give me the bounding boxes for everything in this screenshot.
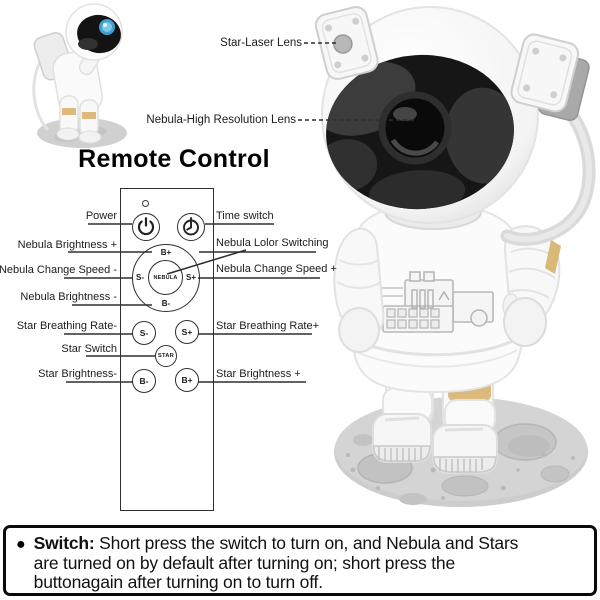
star-breathing-rate-minus-label: Star Breathing Rate-	[16, 320, 117, 332]
nebula-center-button: NEBULA	[148, 260, 183, 295]
time-switch-label: Time switch	[216, 210, 274, 222]
dpad-right-label: S+	[185, 273, 196, 282]
star-switch-label: Star Switch	[61, 343, 117, 355]
nebula-lens-label: Nebula-High Resolution Lens	[146, 114, 296, 126]
switch-bold-label: Switch:	[33, 533, 95, 553]
nebula-brightness-minus-label: Nebula Brightness -	[20, 291, 117, 303]
star-brightness-plus-button: B+	[175, 368, 199, 392]
nebula-projector-lens	[378, 91, 452, 165]
hanging-strap	[500, 89, 596, 246]
right-ear-module	[510, 33, 580, 113]
power-button	[132, 213, 160, 241]
small-astronaut-image	[32, 3, 127, 148]
power-label: Power	[85, 210, 117, 222]
nebula-brightness-plus-label: Nebula Brightness +	[17, 239, 117, 251]
nebula-change-speed-minus-label: Nebula Change Speed -	[0, 264, 117, 276]
star-switch-button: STAR	[155, 345, 177, 367]
page-title: Remote Control	[78, 145, 270, 173]
left-ear-module	[314, 6, 379, 81]
star-brightness-minus-button: B-	[132, 369, 156, 393]
star-breathing-rate-minus-button: S-	[132, 321, 156, 345]
power-icon	[137, 217, 155, 236]
star-brightness-plus-label: Star Brightness +	[216, 368, 301, 380]
gold-arm-stripe	[545, 240, 561, 274]
dpad-down-label: B-	[161, 299, 171, 308]
nebula-dpad: B+ B- S- S+ NEBULA	[132, 244, 200, 312]
switch-instruction-box: ● Switch: Short press the switch to turn…	[3, 525, 597, 596]
boots	[372, 413, 498, 474]
star-laser-lens-label: Star-Laser Lens	[220, 37, 302, 49]
time-switch-button	[177, 213, 205, 241]
dpad-up-label: B+	[160, 248, 172, 257]
star-laser-lens-icon	[333, 34, 353, 54]
clock-icon	[183, 217, 199, 236]
switch-instruction-text: Switch: Short press the switch to turn o…	[33, 533, 519, 592]
remote-led-indicator	[142, 200, 149, 207]
power-cable	[32, 61, 50, 131]
star-breathing-rate-plus-label: Star Breathing Rate+	[216, 320, 320, 332]
dpad-left-label: S-	[136, 273, 144, 282]
astronaut-projector-image	[314, 6, 596, 507]
star-brightness-minus-label: Star Brightness-	[38, 368, 117, 380]
bullet-icon: ●	[16, 536, 26, 553]
nebula-change-speed-plus-label: Nebula Change Speed +	[216, 263, 337, 275]
star-breathing-rate-plus-button: S+	[175, 320, 199, 344]
chest-control-panel	[371, 271, 494, 333]
nebula-color-switching-label: Nebula Lolor Switching	[216, 237, 329, 249]
